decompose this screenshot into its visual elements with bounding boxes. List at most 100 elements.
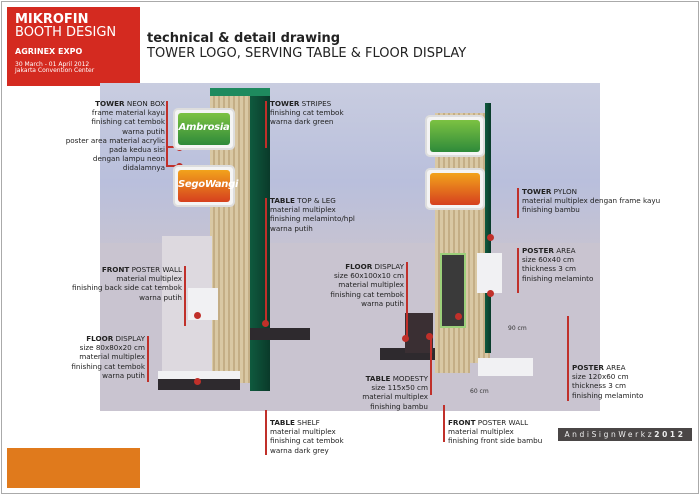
label-text: size 80x80x20 cm [79, 343, 145, 353]
label-text: finishing melaminto [572, 390, 644, 400]
neon-box-segowangi: SegoWangi [173, 165, 238, 207]
label-text: POSTER [572, 363, 604, 372]
label-text: PYLON [551, 187, 578, 196]
label-text: material multiplex [270, 427, 336, 437]
label-text: warna putih [361, 298, 404, 308]
leader-line [265, 101, 267, 148]
leader-dot [487, 290, 494, 297]
label-text: FLOOR [86, 334, 114, 343]
label-text: FLOOR [345, 262, 373, 271]
label-text: didalamnya [122, 163, 165, 173]
leader-dot [194, 378, 201, 385]
neon-box-ambrosia: Ambrosia [173, 108, 235, 150]
leader-line [517, 188, 519, 218]
label-text: 2012 [654, 430, 686, 439]
leader-line [265, 410, 267, 455]
label-text: FRONT [101, 265, 130, 274]
label-text: warna dark grey [270, 445, 329, 455]
label-text: finishing cat tembok [91, 117, 165, 127]
sign-right-2 [430, 173, 480, 205]
label-text: finishing melaminto [522, 273, 594, 283]
neon-box-right-1 [425, 115, 485, 157]
credit-badge: AndiSignWerkz2012 [558, 428, 692, 441]
label-text: material multiplex [362, 392, 428, 402]
label-text: warna putih [122, 126, 165, 136]
label-text: warna putih [270, 223, 313, 233]
label-text: TABLE [270, 196, 295, 205]
label-text: STRIPES [299, 99, 332, 108]
label-text: FRONT [448, 418, 476, 427]
leader-line [430, 335, 432, 395]
label-text: warna putih [102, 370, 145, 380]
leader-dot [262, 320, 269, 327]
leader-line [265, 198, 267, 323]
label-text: material multiplex [116, 274, 182, 284]
orange-block [7, 448, 140, 488]
brand-box: MIKROFIN BOOTH DESIGN AGRINEX EXPO 30 Ma… [7, 7, 140, 86]
leader-line [166, 101, 168, 166]
poster-left [188, 288, 218, 320]
label-text: TOWER [522, 187, 552, 196]
poster-large [440, 253, 466, 328]
label-text: DISPLAY [372, 262, 404, 271]
label-text: finishing back side cat tembok [72, 283, 182, 293]
leader-dot [426, 333, 433, 340]
label-text: thickness 3 cm [572, 381, 627, 391]
label-text: POSTER WALL [475, 418, 529, 427]
leader-line [567, 316, 569, 401]
leader-line [517, 248, 519, 293]
page-title: technical & detail drawing [147, 31, 341, 46]
label-text: TOWER [95, 99, 125, 108]
label-text: SHELF [294, 418, 320, 427]
tower-stripe-right [485, 103, 491, 353]
label-text: material multiplex dengan frame kayu [522, 196, 661, 206]
brand-name: MIKROFIN [15, 12, 89, 27]
tower-stripe [250, 91, 270, 391]
leader-line [166, 146, 178, 148]
label-text: thickness 3 cm [522, 264, 577, 274]
label-text: AndiSignWerkz [564, 430, 655, 439]
leader-dot [455, 313, 462, 320]
dimension-60: 60 cm [470, 388, 489, 395]
tower-cap [210, 88, 270, 96]
label-text: material multiplex [338, 280, 404, 290]
label-text: TABLE [365, 374, 391, 383]
table-top-left [250, 328, 310, 340]
label-text: TOP & LEG [294, 196, 336, 205]
label-text: AREA [553, 246, 576, 255]
label-text: pada kedua sisi [109, 145, 165, 155]
dimension-90: 90 cm [508, 325, 527, 332]
label-text: finishing cat tembok [330, 289, 404, 299]
label-text: warna putih [139, 292, 182, 302]
neon-box-right-2 [425, 168, 485, 210]
label-text: finishing cat tembok [270, 108, 344, 118]
label-text: TABLE [270, 418, 295, 427]
label-text: finishing front side bambu [448, 436, 543, 446]
label-text: finishing bambu [370, 401, 428, 411]
leader-line [166, 165, 178, 167]
leader-line [443, 405, 445, 442]
label-text: finishing melaminto/hpl [270, 214, 355, 224]
leader-dot [402, 335, 409, 342]
label-text: dengan lampu neon [92, 154, 165, 164]
label-text: POSTER [522, 246, 554, 255]
label-text: size 120x60 cm [572, 372, 629, 382]
label-text: POSTER WALL [129, 265, 182, 274]
label-text: warna dark green [270, 117, 334, 127]
label-text: size 60x40 cm [522, 255, 575, 265]
label-text: material multiplex [448, 427, 514, 437]
label-text: poster area material acrylic [65, 135, 165, 145]
event-venue: Jakarta Convention Center [15, 67, 95, 74]
sign-ambrosia: Ambrosia [178, 113, 230, 145]
brand-subtitle: BOOTH DESIGN [15, 25, 117, 40]
label-text: material multiplex [270, 205, 336, 215]
